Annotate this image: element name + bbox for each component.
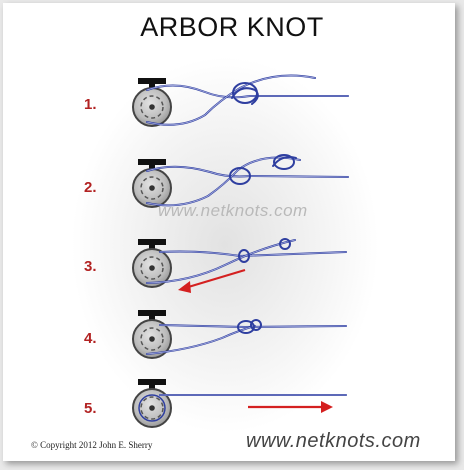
reel-icon: [132, 158, 172, 208]
step-1-number: 1.: [84, 96, 97, 113]
arrow-head-icon: [321, 401, 333, 413]
pull-arrow: [184, 268, 246, 290]
step-1-illustration: [132, 74, 349, 127]
reel-icon: [132, 309, 172, 359]
reel-icon: [132, 378, 172, 428]
diagram-title: ARBOR KNOT: [140, 12, 324, 42]
step-3-number: 3.: [84, 258, 97, 275]
step-4-number: 4.: [84, 330, 97, 347]
step-5-illustration: [132, 378, 347, 428]
step-5-number: 5.: [84, 400, 97, 417]
step-2-number: 2.: [84, 179, 97, 196]
step-4-illustration: [132, 309, 347, 359]
step-3-illustration: [132, 238, 347, 293]
background-glow: [70, 55, 380, 435]
brand-url: www.netknots.com: [246, 430, 421, 452]
watermark-text: www.netknots.com: [158, 201, 308, 220]
arrow-head-icon: [178, 281, 191, 293]
reel-icon: [132, 238, 172, 288]
copyright-notice: © Copyright 2012 John E. Sherry: [31, 440, 153, 450]
step-2-illustration: [132, 154, 349, 208]
